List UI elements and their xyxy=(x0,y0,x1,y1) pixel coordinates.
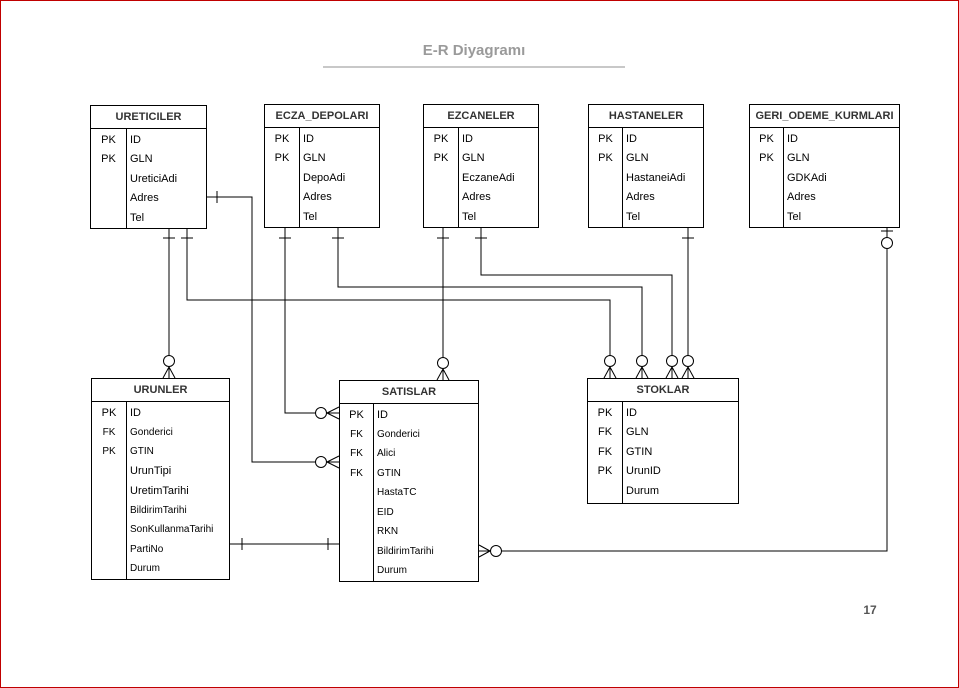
field-cell: Durum xyxy=(626,484,660,497)
field-cell: Tel xyxy=(626,210,641,223)
field-cell: DepoAdi xyxy=(303,171,346,184)
key-cell: PK xyxy=(101,406,117,419)
field-cell: EID xyxy=(377,506,394,518)
entity-title: ECZA_DEPOLARI xyxy=(265,105,379,128)
field-cell: BildirimTarihi xyxy=(377,545,434,557)
entity-title: GERI_ODEME_KURMLARI xyxy=(750,105,899,128)
field-cell: Durum xyxy=(377,565,408,577)
field-cell: HastaTC xyxy=(377,487,417,499)
field-cell: Gonderici xyxy=(377,428,420,440)
field-cell: ID xyxy=(377,408,388,421)
entity-stoklar: STOKLAR PK ID FK GLN FK GTIN PK UrunID Durum xyxy=(587,378,739,504)
field-cell: UreticiAdi xyxy=(130,172,178,185)
field-cell: Adres xyxy=(462,191,491,204)
key-cell: PK xyxy=(274,132,290,145)
entity-title: URUNLER xyxy=(92,379,229,402)
field-cell: Tel xyxy=(462,210,477,223)
field-cell: ID xyxy=(626,406,637,419)
rel-ecza-depolari-satislar xyxy=(279,226,340,420)
entity-title: EZCANELER xyxy=(424,105,538,128)
field-cell: PartiNo xyxy=(130,543,164,555)
key-cell: PK xyxy=(598,132,613,145)
field-cell: Alici xyxy=(377,448,396,460)
field-cell: Adres xyxy=(130,192,159,205)
field-cell: Tel xyxy=(303,210,318,223)
field-cell: GLN xyxy=(626,426,649,439)
field-cell: Adres xyxy=(303,191,332,204)
rel-ecza-depolari-stoklar xyxy=(332,226,649,379)
key-cell: FK xyxy=(350,467,363,479)
field-cell: GDKAdi xyxy=(787,171,827,184)
key-cell: PK xyxy=(597,406,613,419)
entity-title: STOKLAR xyxy=(588,379,738,402)
key-cell: PK xyxy=(433,152,449,165)
key-cell: PK xyxy=(759,152,774,165)
rel-geri-odeme-satislar xyxy=(478,226,893,558)
key-cell: PK xyxy=(759,132,774,145)
field-cell: UrunTipi xyxy=(130,465,172,478)
key-cell: PK xyxy=(433,132,449,145)
rel-ureticiler-stoklar xyxy=(181,226,617,379)
entity-urunler: URUNLER PK ID FK Gonderici PK GTIN UrunTipi… xyxy=(91,378,230,580)
entity-satislar: SATISLAR PK ID FK Gonderici FK Alici FK GTIN… xyxy=(339,380,479,582)
title-underline xyxy=(323,66,625,68)
diagram-title: E-R Diyagramı xyxy=(422,42,526,59)
field-cell: GLN xyxy=(303,152,326,165)
key-cell: PK xyxy=(598,152,613,165)
key-cell: PK xyxy=(597,465,613,478)
field-cell: SonKullanmaTarihi xyxy=(130,524,214,536)
field-cell: Adres xyxy=(787,191,816,204)
field-cell: Durum xyxy=(130,563,161,575)
key-cell: PK xyxy=(349,408,364,421)
field-cell: ID xyxy=(462,132,473,145)
key-cell: PK xyxy=(274,152,290,165)
key-cell: PK xyxy=(101,133,116,146)
page-number: 17 xyxy=(863,603,877,617)
field-cell: HastaneiAdi xyxy=(626,171,686,184)
field-cell: GLN xyxy=(626,152,649,165)
rel-eczaneler-satislar xyxy=(436,226,450,381)
field-cell: GLN xyxy=(462,152,485,165)
entity-title: SATISLAR xyxy=(340,381,478,404)
key-cell: PK xyxy=(102,446,116,458)
rel-eczaneler-stoklar xyxy=(475,226,679,379)
field-cell: GTIN xyxy=(377,467,401,479)
rel-urunler-satislar xyxy=(230,538,339,550)
key-cell: FK xyxy=(102,426,116,438)
key-cell: FK xyxy=(350,428,363,440)
field-cell: Tel xyxy=(787,210,802,223)
field-cell: ID xyxy=(303,132,314,145)
entity-eczaneler: EZCANELER PK ID PK GLN EczaneAdi Adres Tel xyxy=(423,104,539,228)
key-cell: PK xyxy=(101,153,116,166)
key-cell: FK xyxy=(597,426,613,439)
field-cell: UrunID xyxy=(626,465,661,478)
field-cell: ID xyxy=(130,406,141,419)
field-cell: UretimTarihi xyxy=(130,484,189,497)
entity-ureticiler: URETICILER PK ID PK GLN UreticiAdi Adres T… xyxy=(90,105,207,229)
field-cell: EczaneAdi xyxy=(462,171,515,184)
entity-title: HASTANELER xyxy=(589,105,703,128)
field-cell: Tel xyxy=(130,211,145,224)
field-cell: RKN xyxy=(377,526,399,538)
entity-title: URETICILER xyxy=(91,106,206,129)
entity-geri-odeme-kurumlari: GERI_ODEME_KURMLARI PK ID PK GLN GDKAdi Ad… xyxy=(749,104,900,228)
key-cell: FK xyxy=(597,445,613,458)
rel-ureticiler-urunler xyxy=(162,226,176,379)
rel-ureticiler-satislar xyxy=(207,191,340,469)
field-cell: GLN xyxy=(130,153,153,166)
key-cell: FK xyxy=(350,448,363,460)
field-cell: ID xyxy=(787,132,798,145)
field-cell: Adres xyxy=(626,191,655,204)
field-cell: ID xyxy=(626,132,637,145)
field-cell: GTIN xyxy=(130,446,154,458)
field-cell: GTIN xyxy=(626,445,653,458)
entity-ecza-depolari: ECZA_DEPOLARI PK ID PK GLN DepoAdi Adres T… xyxy=(264,104,380,228)
field-cell: BildirimTarihi xyxy=(130,504,187,516)
field-cell: Gonderici xyxy=(130,426,173,438)
field-cell: ID xyxy=(130,133,141,146)
rel-hastaneler-stoklar xyxy=(681,226,695,379)
field-cell: GLN xyxy=(787,152,810,165)
